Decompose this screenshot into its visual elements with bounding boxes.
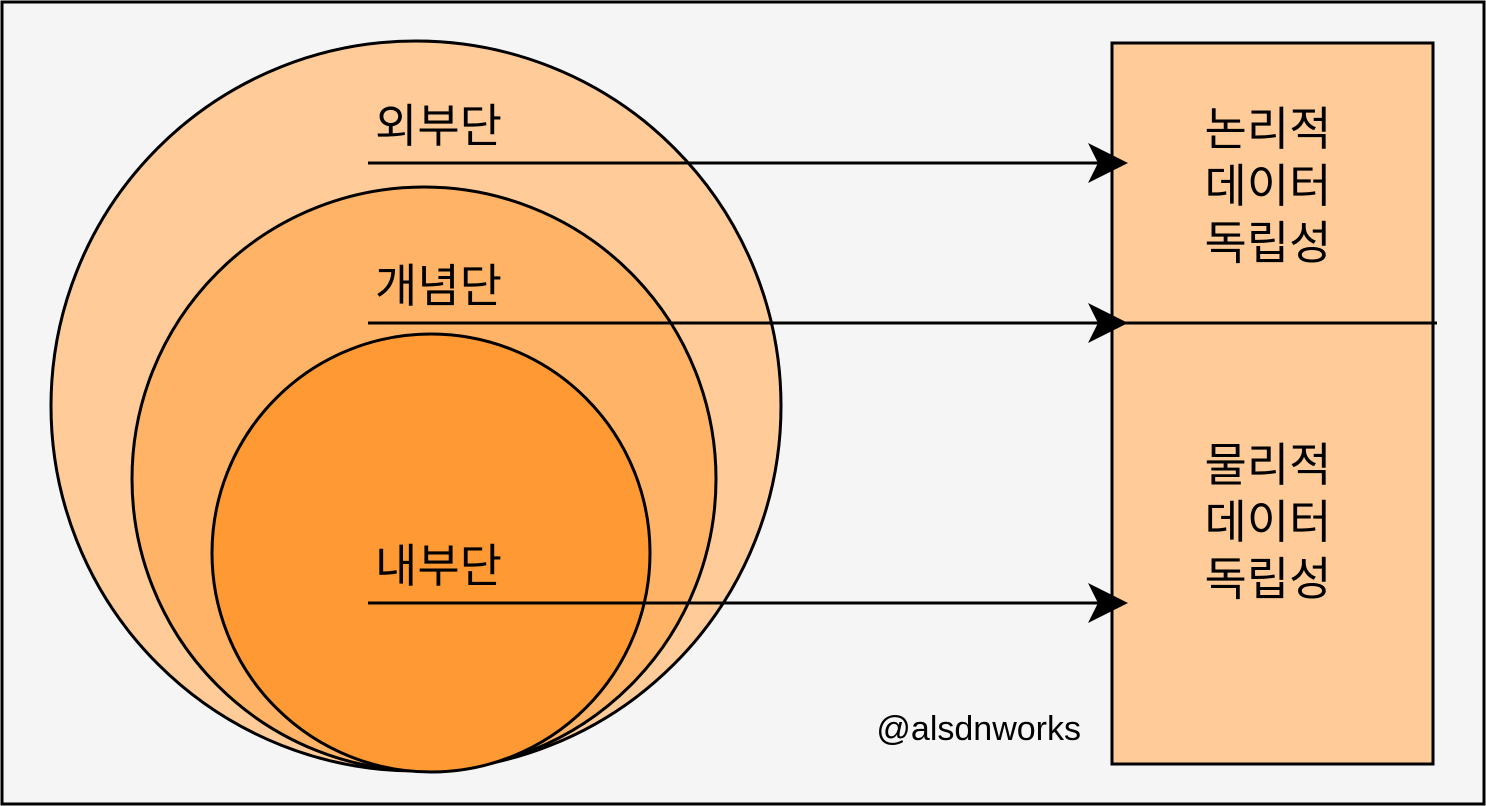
- independence-box: [1110, 41, 1435, 766]
- logical-independence-label: 논리적 데이터 독립성: [1205, 102, 1332, 270]
- physical-independence-line2: 데이터: [1205, 495, 1332, 549]
- external-level-label: 외부단: [375, 99, 502, 153]
- physical-independence-line1: 물리적: [1205, 438, 1332, 492]
- physical-independence-label: 물리적 데이터 독립성: [1205, 438, 1332, 606]
- internal-level-circle: [210, 332, 652, 774]
- conceptual-level-label: 개념단: [375, 259, 502, 313]
- logical-independence-line2: 데이터: [1205, 159, 1332, 213]
- logical-independence-line1: 논리적: [1205, 102, 1332, 156]
- author-watermark: @alsdnworks: [876, 710, 1081, 748]
- physical-independence-line3: 독립성: [1205, 552, 1332, 606]
- logical-independence-line3: 독립성: [1205, 216, 1332, 270]
- internal-level-label: 내부단: [375, 539, 502, 593]
